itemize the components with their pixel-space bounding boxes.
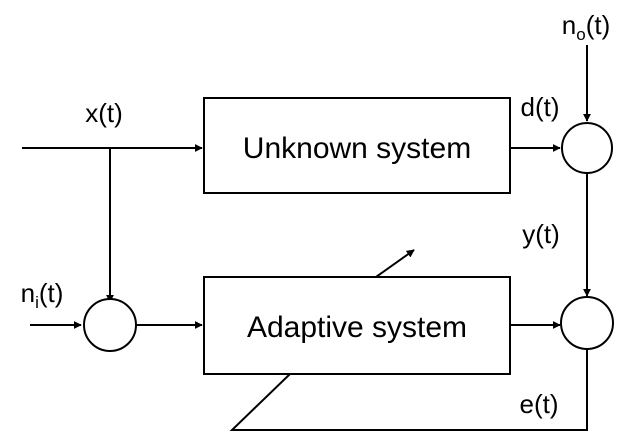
signal-label-d: d(t) [521,92,560,122]
summing-node-input [83,298,137,352]
adaptive-system-label: Adaptive system [247,311,467,344]
unknown-system-block [203,97,511,194]
signal-label-y: y(t) [522,219,560,249]
signal-label-e: e(t) [520,389,559,419]
unknown-system-label: Unknown system [243,132,471,165]
adaptation-arrow [375,249,415,278]
signal-label-n-i: ni(t) [21,278,64,312]
signal-label-n-o: no(t) [562,10,610,44]
signal-label-x: x(t) [85,98,123,128]
summing-node-top [561,122,613,174]
adaptive-system-block [203,276,511,375]
summing-node-error [560,296,614,350]
error-feedback-line [229,349,588,431]
